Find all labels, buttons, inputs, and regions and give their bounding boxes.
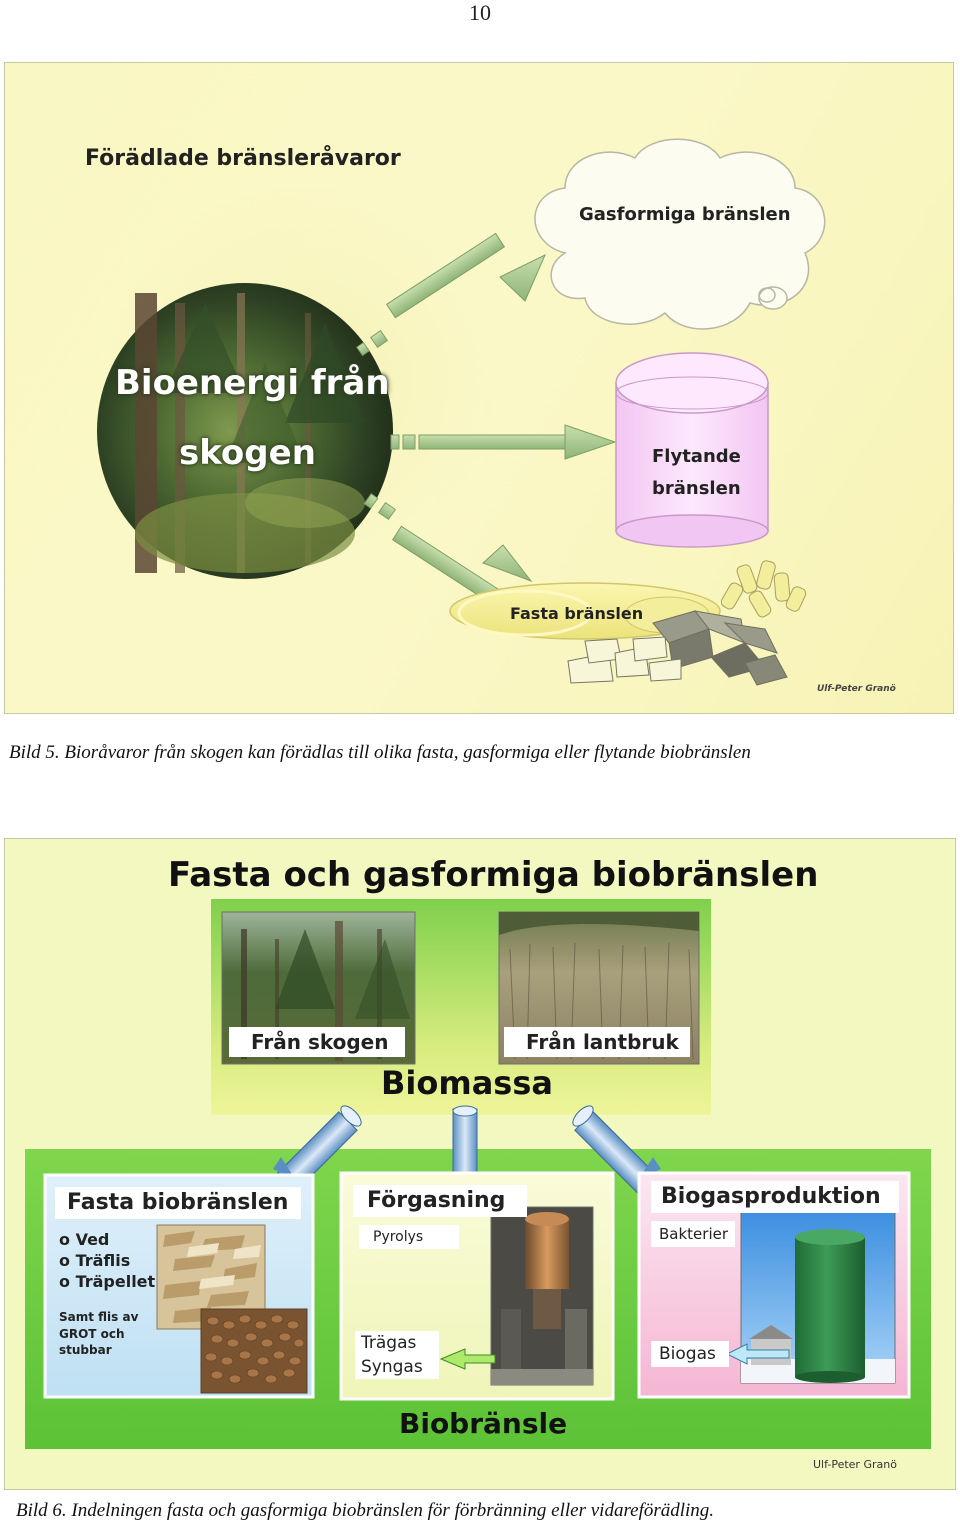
page-number: 10: [0, 0, 960, 26]
liquid-fuels-label-line2: bränslen: [652, 478, 741, 499]
figure-refined-fuel-raw-materials: Förädlade bränsleråvaror Bioenergi från …: [4, 62, 954, 714]
solid-biofuels-title: Fasta biobränslen: [55, 1187, 301, 1219]
wood-chips: [568, 637, 681, 683]
solid-note-line3: stubbar: [59, 1343, 112, 1357]
solid-item-firewood: o Ved: [59, 1230, 109, 1249]
figure1-credit: Ulf-Peter Granö: [817, 684, 896, 694]
figure1-caption: Bild 5. Bioråvaror från skogen kan föräd…: [9, 742, 751, 764]
figure2-credit: Ulf-Peter Granö: [813, 1458, 897, 1471]
solid-item-woodpellets: o Träpellet: [59, 1272, 155, 1291]
figure2-title: Fasta och gasformiga biobränslen: [168, 855, 818, 895]
solid-note-line1: Samt flis av: [59, 1310, 138, 1324]
biofuel-label: Biobränsle: [399, 1407, 567, 1440]
figure1-title: Förädlade bränsleråvaror: [85, 146, 401, 171]
solid-fuels-label: Fasta bränslen: [510, 604, 643, 623]
pyrolysis-label: Pyrolys: [359, 1225, 459, 1249]
pellets-photo: [201, 1309, 307, 1393]
solid-note-line2: GROT och: [59, 1327, 125, 1341]
syngas-label: Syngas: [355, 1355, 439, 1379]
forest-photo-circle: [97, 283, 393, 579]
gasifier-photo: [491, 1207, 593, 1385]
liquid-fuels-label-line1: Flytande: [652, 446, 741, 467]
forest-label-line2: skogen: [179, 433, 316, 473]
solid-item-woodchips: o Träflis: [59, 1251, 130, 1270]
biomass-label: Biomassa: [381, 1064, 553, 1102]
biogas-production-title: Biogasproduktion: [651, 1181, 899, 1213]
bacteria-label: Bakterier: [651, 1221, 735, 1247]
figure2-caption: Bild 6. Indelningen fasta och gasformiga…: [16, 1500, 714, 1522]
forest-label-line1: Bioenergi från: [115, 363, 390, 403]
from-agriculture-label: Från lantbruk: [504, 1027, 690, 1057]
gas-cloud: [535, 139, 825, 329]
wood-pellets: [719, 560, 807, 619]
wood-gas-label: Trägas: [355, 1331, 439, 1355]
figure2-graphics: [5, 839, 956, 1490]
biogas-label: Biogas: [651, 1341, 729, 1367]
gasification-title: Förgasning: [353, 1185, 527, 1217]
figure-solid-and-gaseous-biofuels: Fasta och gasformiga biobränslen Från sk…: [4, 838, 956, 1490]
gas-fuels-label: Gasformiga bränslen: [579, 204, 791, 225]
from-forest-label: Från skogen: [229, 1027, 405, 1057]
